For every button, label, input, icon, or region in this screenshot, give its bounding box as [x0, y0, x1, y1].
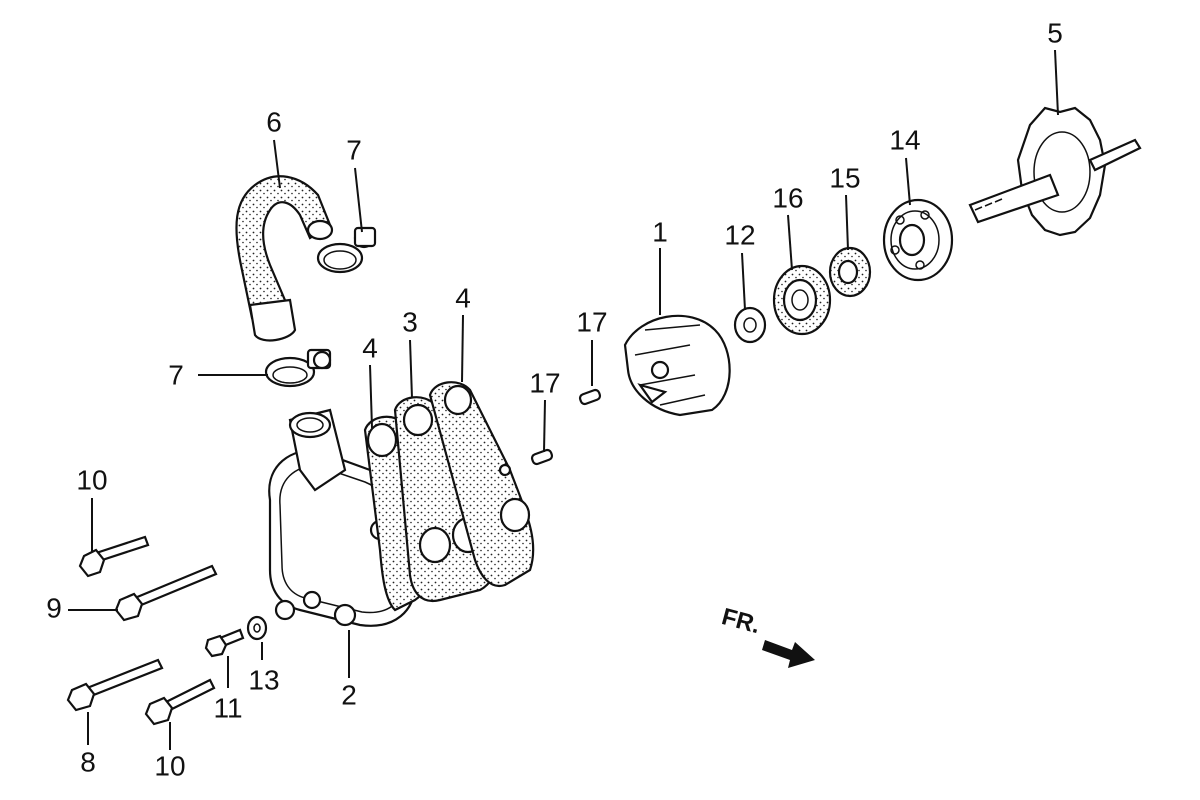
label-washer-13: 13 [248, 665, 279, 696]
gasket-right-part [428, 381, 535, 588]
clamp-upper-part [316, 226, 377, 274]
bolt-11-part [204, 628, 245, 658]
label-pin-upper: 17 [576, 307, 607, 338]
label-bolt-8: 8 [80, 747, 96, 778]
label-bolt-10-top: 10 [76, 465, 107, 496]
label-pump-cover: 2 [341, 680, 357, 711]
washer-13-part [246, 615, 268, 641]
shaft-gear-part [968, 106, 1142, 237]
washer-12-part [733, 306, 767, 344]
label-shaft-gear: 5 [1047, 18, 1063, 49]
front-direction-label: FR. [719, 603, 763, 639]
label-bearing-14: 14 [889, 125, 920, 156]
bolt-8-part [66, 658, 164, 712]
clamp-lower-part [264, 348, 332, 388]
bolt-9-part [114, 564, 218, 622]
impeller-part [623, 314, 731, 417]
label-seal-16: 16 [772, 183, 803, 214]
hose-part [235, 175, 334, 342]
label-pin-lower: 17 [529, 368, 560, 399]
label-hose: 6 [266, 107, 282, 138]
label-bolt-11: 11 [213, 693, 242, 724]
leader-lines [68, 49, 1059, 750]
label-gasket-left: 4 [362, 333, 378, 364]
bolt-10-top-part [78, 535, 150, 578]
label-bolt-10-bottom: 10 [154, 751, 185, 782]
label-bolt-9: 9 [46, 593, 62, 624]
label-seal-15: 15 [829, 163, 860, 194]
seal-16-part [772, 264, 832, 336]
pin-lower-part [530, 448, 554, 466]
label-impeller: 1 [652, 217, 668, 248]
label-clamp-lower: 7 [168, 360, 184, 391]
bolt-10-bottom-part [144, 678, 216, 726]
label-gasket-right: 4 [455, 283, 471, 314]
label-pump-body: 3 [402, 307, 418, 338]
label-clamp-upper: 7 [346, 135, 362, 166]
front-direction-marker: FR. [719, 603, 815, 668]
seal-15-part [828, 246, 872, 298]
front-direction-arrow-icon [762, 640, 815, 668]
bearing-14-part [882, 198, 954, 282]
pin-upper-part [578, 388, 602, 406]
label-washer-12: 12 [724, 220, 755, 251]
